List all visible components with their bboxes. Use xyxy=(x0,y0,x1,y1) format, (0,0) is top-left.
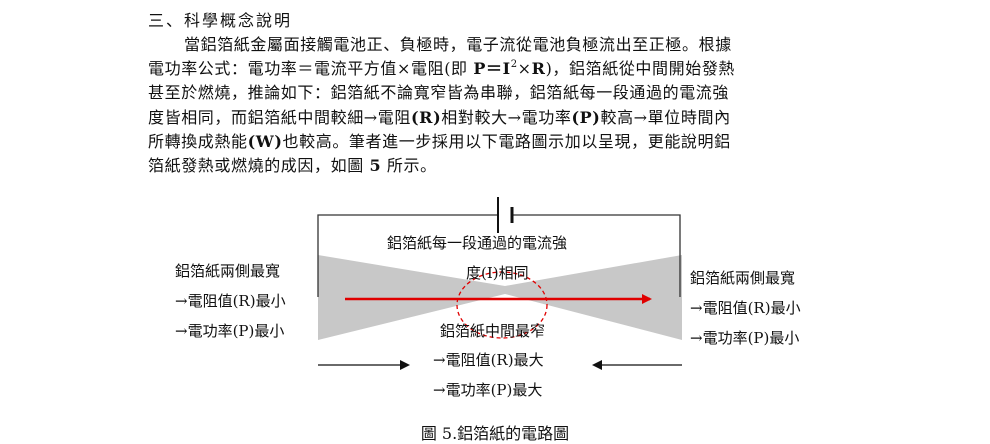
foil-strip xyxy=(318,255,682,340)
circuit-diagram xyxy=(317,197,682,370)
label-current-same-l2: 度(I)相同 xyxy=(466,264,529,282)
para-line-4d: (P) xyxy=(571,107,601,127)
para-line-4: 度皆相同，而鋁箔紙中間較細→電阻(R)相對較大→電功率(P)較高→單位時間內 xyxy=(148,106,854,130)
para-line-6c: 所示。 xyxy=(381,156,437,176)
formula-eq: ＝ xyxy=(485,59,503,79)
label-mid-power: →電功率(P)最大 xyxy=(433,381,543,399)
para-line-6a: 箔紙發熱或燃燒的成因，如圖 xyxy=(148,156,370,176)
para-line-4c: 相對較大→電功率 xyxy=(441,107,572,127)
para-line-4a: 度皆相同，而鋁箔紙中間較細→電阻 xyxy=(148,107,412,127)
label-left-title: 鋁箔紙兩側最寬 xyxy=(175,262,281,280)
label-mid-resistance: →電阻值(R)最大 xyxy=(433,351,544,369)
figure-caption: 圖 5.鋁箔紙的電路圖 xyxy=(420,424,570,443)
para-line-5c: 也較高。筆者進一步採用以下電路圖示加以呈現，更能說明鋁 xyxy=(282,131,731,151)
para-line-2: 電功率公式：電功率＝電流平方值×電阻(即 P＝I2×R)，鋁箔紙從中間開始發熱 xyxy=(148,57,854,81)
para-line-4e: 較高→單位時間內 xyxy=(600,107,731,127)
hotspot-circle xyxy=(456,271,548,339)
para-line-5a: 所轉換成熱能 xyxy=(148,131,248,151)
formula-p: P xyxy=(473,59,486,79)
formula-r: R xyxy=(531,59,546,79)
formula-i: I xyxy=(502,59,511,79)
para-line-2a: 電功率公式：電功率＝電流平方值×電阻(即 xyxy=(148,59,474,79)
circuit-wire xyxy=(317,214,498,297)
para-line-6b: 5 xyxy=(369,156,382,176)
para-line-6: 箔紙發熱或燃燒的成因，如圖 5 所示。 xyxy=(148,154,854,178)
label-right-power: →電功率(P)最小 xyxy=(690,329,800,347)
label-current-same-l1: 鋁箔紙每一段通過的電流強 xyxy=(387,234,568,252)
circuit-wire-right xyxy=(512,214,681,297)
para-line-4b: (R) xyxy=(411,107,442,127)
formula-sup: 2 xyxy=(510,59,518,71)
section-heading: 三、科學概念說明 xyxy=(148,11,293,30)
para-line-5: 所轉換成熱能(W)也較高。筆者進一步採用以下電路圖示加以呈現，更能說明鋁 xyxy=(148,130,854,154)
para-line-1: 當鋁箔紙金屬面接觸電池正、負極時，電子流從電池負極流出至正極。根據 xyxy=(184,35,732,54)
label-right-resistance: →電阻值(R)最小 xyxy=(690,299,801,317)
para-line-2b: )，鋁箔紙從中間開始發熱 xyxy=(545,59,736,79)
label-right-title: 鋁箔紙兩側最寬 xyxy=(690,269,796,287)
para-line-5b: (W) xyxy=(247,131,283,151)
concept-paragraph: 當鋁箔紙金屬面接觸電池正、負極時，電子流從電池負極流出至正極。根據 電功率公式：… xyxy=(148,33,854,178)
para-line-3: 甚至於燃燒，推論如下：鋁箔紙不論寬窄皆為串聯，鋁箔紙每一段通過的電流強 xyxy=(148,83,730,103)
label-left-power: →電功率(P)最小 xyxy=(175,322,285,340)
label-left-resistance: →電阻值(R)最小 xyxy=(175,292,286,310)
formula-times: × xyxy=(517,59,532,79)
label-mid-title: 鋁箔紙中間最窄 xyxy=(440,322,546,340)
